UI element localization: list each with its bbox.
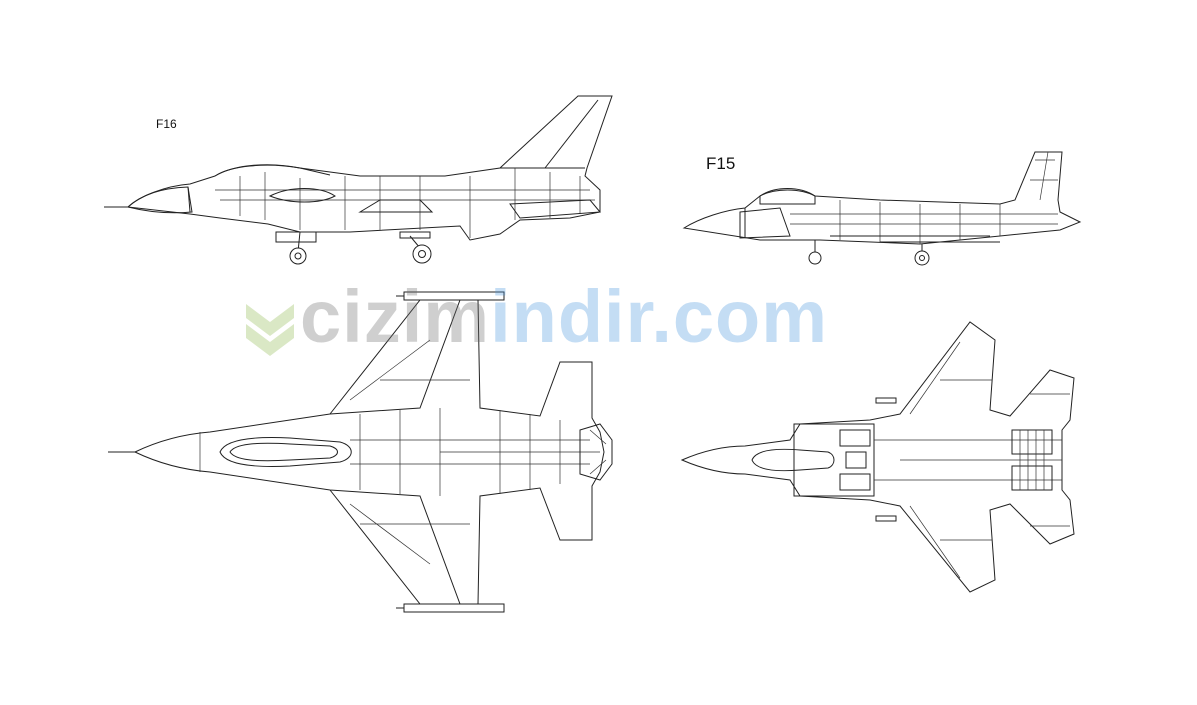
f15-side-view [682, 151, 1082, 266]
f15-label: F15 [706, 154, 736, 173]
f16-side-view [104, 95, 613, 265]
f16-label: F16 [156, 117, 177, 131]
f15-top-view [680, 321, 1075, 593]
f16-top-view [108, 291, 613, 613]
